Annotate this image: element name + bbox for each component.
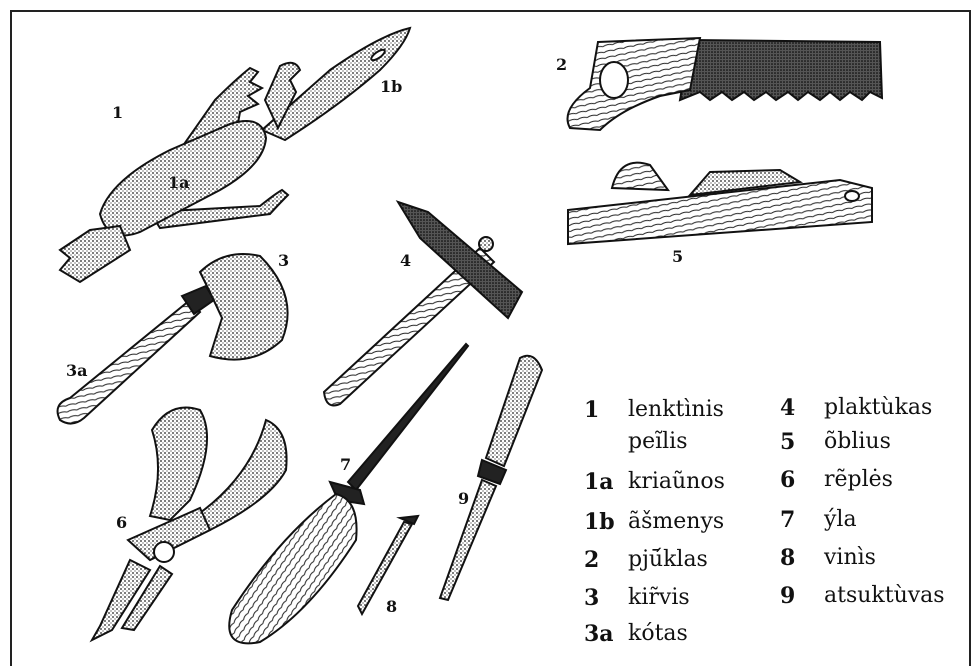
legend-item: 9 atsuktùvas [780,582,945,610]
legend-term: vinìs [824,544,876,572]
callout-1a: 1a [168,173,190,192]
legend-term: kir̃vis [628,584,690,612]
saw-drawing [568,38,883,130]
callout-1b: 1b [380,77,402,96]
legend-item: 5 õblius [780,428,891,456]
legend-item: peĩlis [584,428,688,456]
legend-item: 3a kótas [584,620,688,648]
legend-key: 2 [584,546,628,574]
legend-term: ãšmenys [628,508,724,536]
screwdriver-drawing [440,356,542,600]
legend-key: 6 [780,466,824,494]
legend-key: 9 [780,582,824,610]
legend-key: 1b [584,508,628,536]
legend-term: ýla [824,506,857,534]
legend-item: 6 rẽplės [780,466,893,494]
callout-6: 6 [116,513,127,532]
legend-term: kriaũnos [628,468,725,496]
legend-term: lenktìnis [628,396,724,424]
callout-8: 8 [386,597,397,616]
legend-key: 4 [780,394,824,422]
pocket-knife-drawing [60,28,410,282]
legend-item: 7 ýla [780,506,857,534]
wood-plane-drawing [568,163,872,244]
legend-item: 3 kir̃vis [584,584,690,612]
callout-3: 3 [278,251,289,270]
legend-key: 1 [584,396,628,424]
legend-key: 3 [584,584,628,612]
legend-term: atsuktùvas [824,582,945,610]
legend-term: rẽplės [824,466,893,494]
legend-term: plaktùkas [824,394,932,422]
legend-term: kótas [628,620,688,648]
legend-term: pjū́klas [628,546,708,574]
legend-item: 1 lenktìnis [584,396,724,424]
legend-key: 5 [780,428,824,456]
legend-key: 8 [780,544,824,572]
legend-item: 8 vinìs [780,544,876,572]
axe-drawing [58,254,288,424]
hammer-drawing [324,202,522,406]
legend-term: peĩlis [628,428,688,456]
callout-1: 1 [112,103,123,122]
callout-4: 4 [400,251,411,270]
legend-key: 7 [780,506,824,534]
legend-key: 3a [584,620,628,648]
callout-9: 9 [458,489,469,508]
legend-term: õblius [824,428,891,456]
legend-key: 1a [584,468,628,496]
legend-item: 1b ãšmenys [584,508,724,536]
legend-item: 2 pjū́klas [584,546,708,574]
legend-item: 4 plaktùkas [780,394,932,422]
callout-7: 7 [340,455,351,474]
legend-item: 1a kriaũnos [584,468,725,496]
callout-2: 2 [556,55,567,74]
callout-5: 5 [672,247,683,266]
legend-key [584,428,628,456]
callout-3a: 3a [66,361,88,380]
